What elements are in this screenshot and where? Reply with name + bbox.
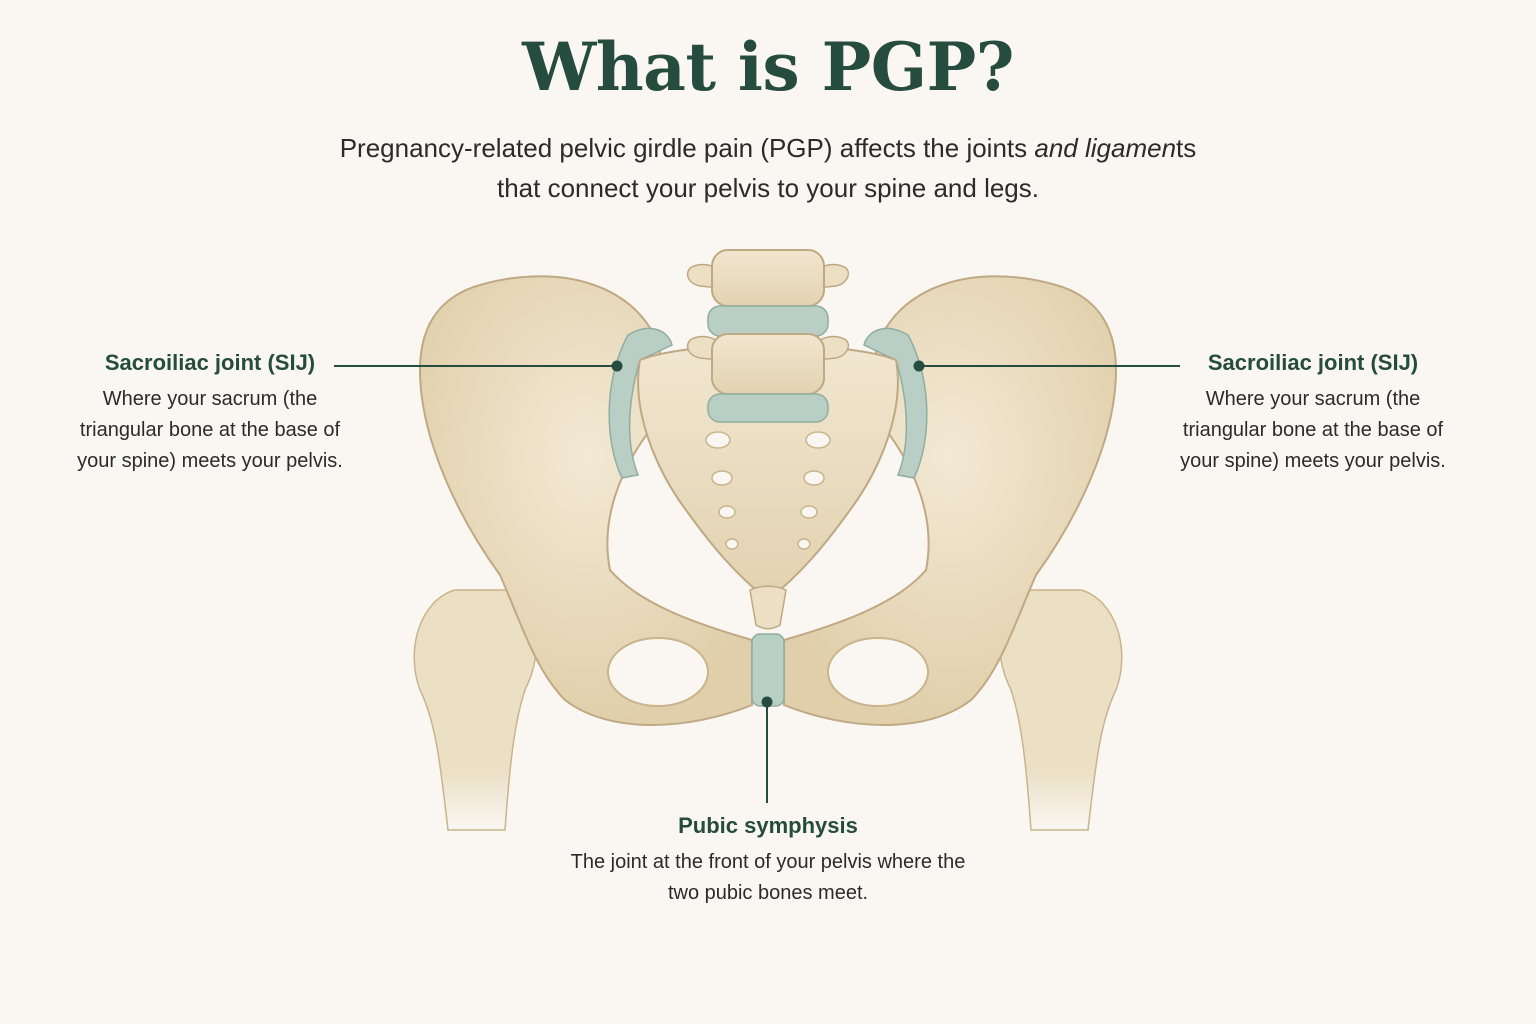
subtitle-italic-text: and ligamen bbox=[1034, 133, 1177, 163]
subtitle-text: Pregnancy-related pelvic girdle pain (PG… bbox=[339, 133, 1035, 163]
marker-dot-right-sij bbox=[913, 360, 925, 372]
left-obturator-foramen bbox=[607, 637, 709, 707]
page-subtitle: Pregnancy-related pelvic girdle pain (PG… bbox=[268, 128, 1268, 208]
lumbar-vertebrae bbox=[686, 249, 850, 423]
label-left-sij: Sacroiliac joint (SIJ) Where your sacrum… bbox=[60, 350, 360, 477]
label-pubic-symphysis: Pubic symphysis The joint at the front o… bbox=[568, 813, 968, 909]
label-pubic-description: The joint at the front of your pelvis wh… bbox=[570, 851, 966, 904]
sacral-foramina bbox=[705, 431, 831, 550]
right-femur bbox=[998, 589, 1123, 831]
label-right-description: Where your sacrum (the triangular bone a… bbox=[1180, 388, 1446, 472]
left-femur bbox=[413, 589, 538, 831]
page-title: What is PGP? bbox=[522, 28, 1014, 106]
subtitle-line-1: Pregnancy-related pelvic girdle pain (PG… bbox=[268, 128, 1268, 168]
marker-dot-pubic bbox=[761, 696, 773, 708]
pubic-symphysis-cartilage bbox=[751, 633, 785, 707]
subtitle-text-end: ts bbox=[1176, 133, 1197, 163]
label-pubic-heading: Pubic symphysis bbox=[678, 813, 858, 838]
label-right-heading: Sacroiliac joint (SIJ) bbox=[1207, 350, 1419, 375]
subtitle-line-2: that connect your pelvis to your spine a… bbox=[497, 173, 1039, 203]
marker-dot-left-sij bbox=[611, 360, 623, 372]
label-left-description: Where your sacrum (the triangular bone a… bbox=[77, 388, 343, 472]
right-sij-cartilage bbox=[863, 327, 928, 479]
label-right-sij: Sacroiliac joint (SIJ) Where your sacrum… bbox=[1163, 350, 1463, 477]
left-sij-cartilage bbox=[608, 327, 673, 479]
right-obturator-foramen bbox=[827, 637, 929, 707]
label-left-heading: Sacroiliac joint (SIJ) bbox=[104, 350, 316, 375]
coccyx bbox=[749, 585, 787, 630]
